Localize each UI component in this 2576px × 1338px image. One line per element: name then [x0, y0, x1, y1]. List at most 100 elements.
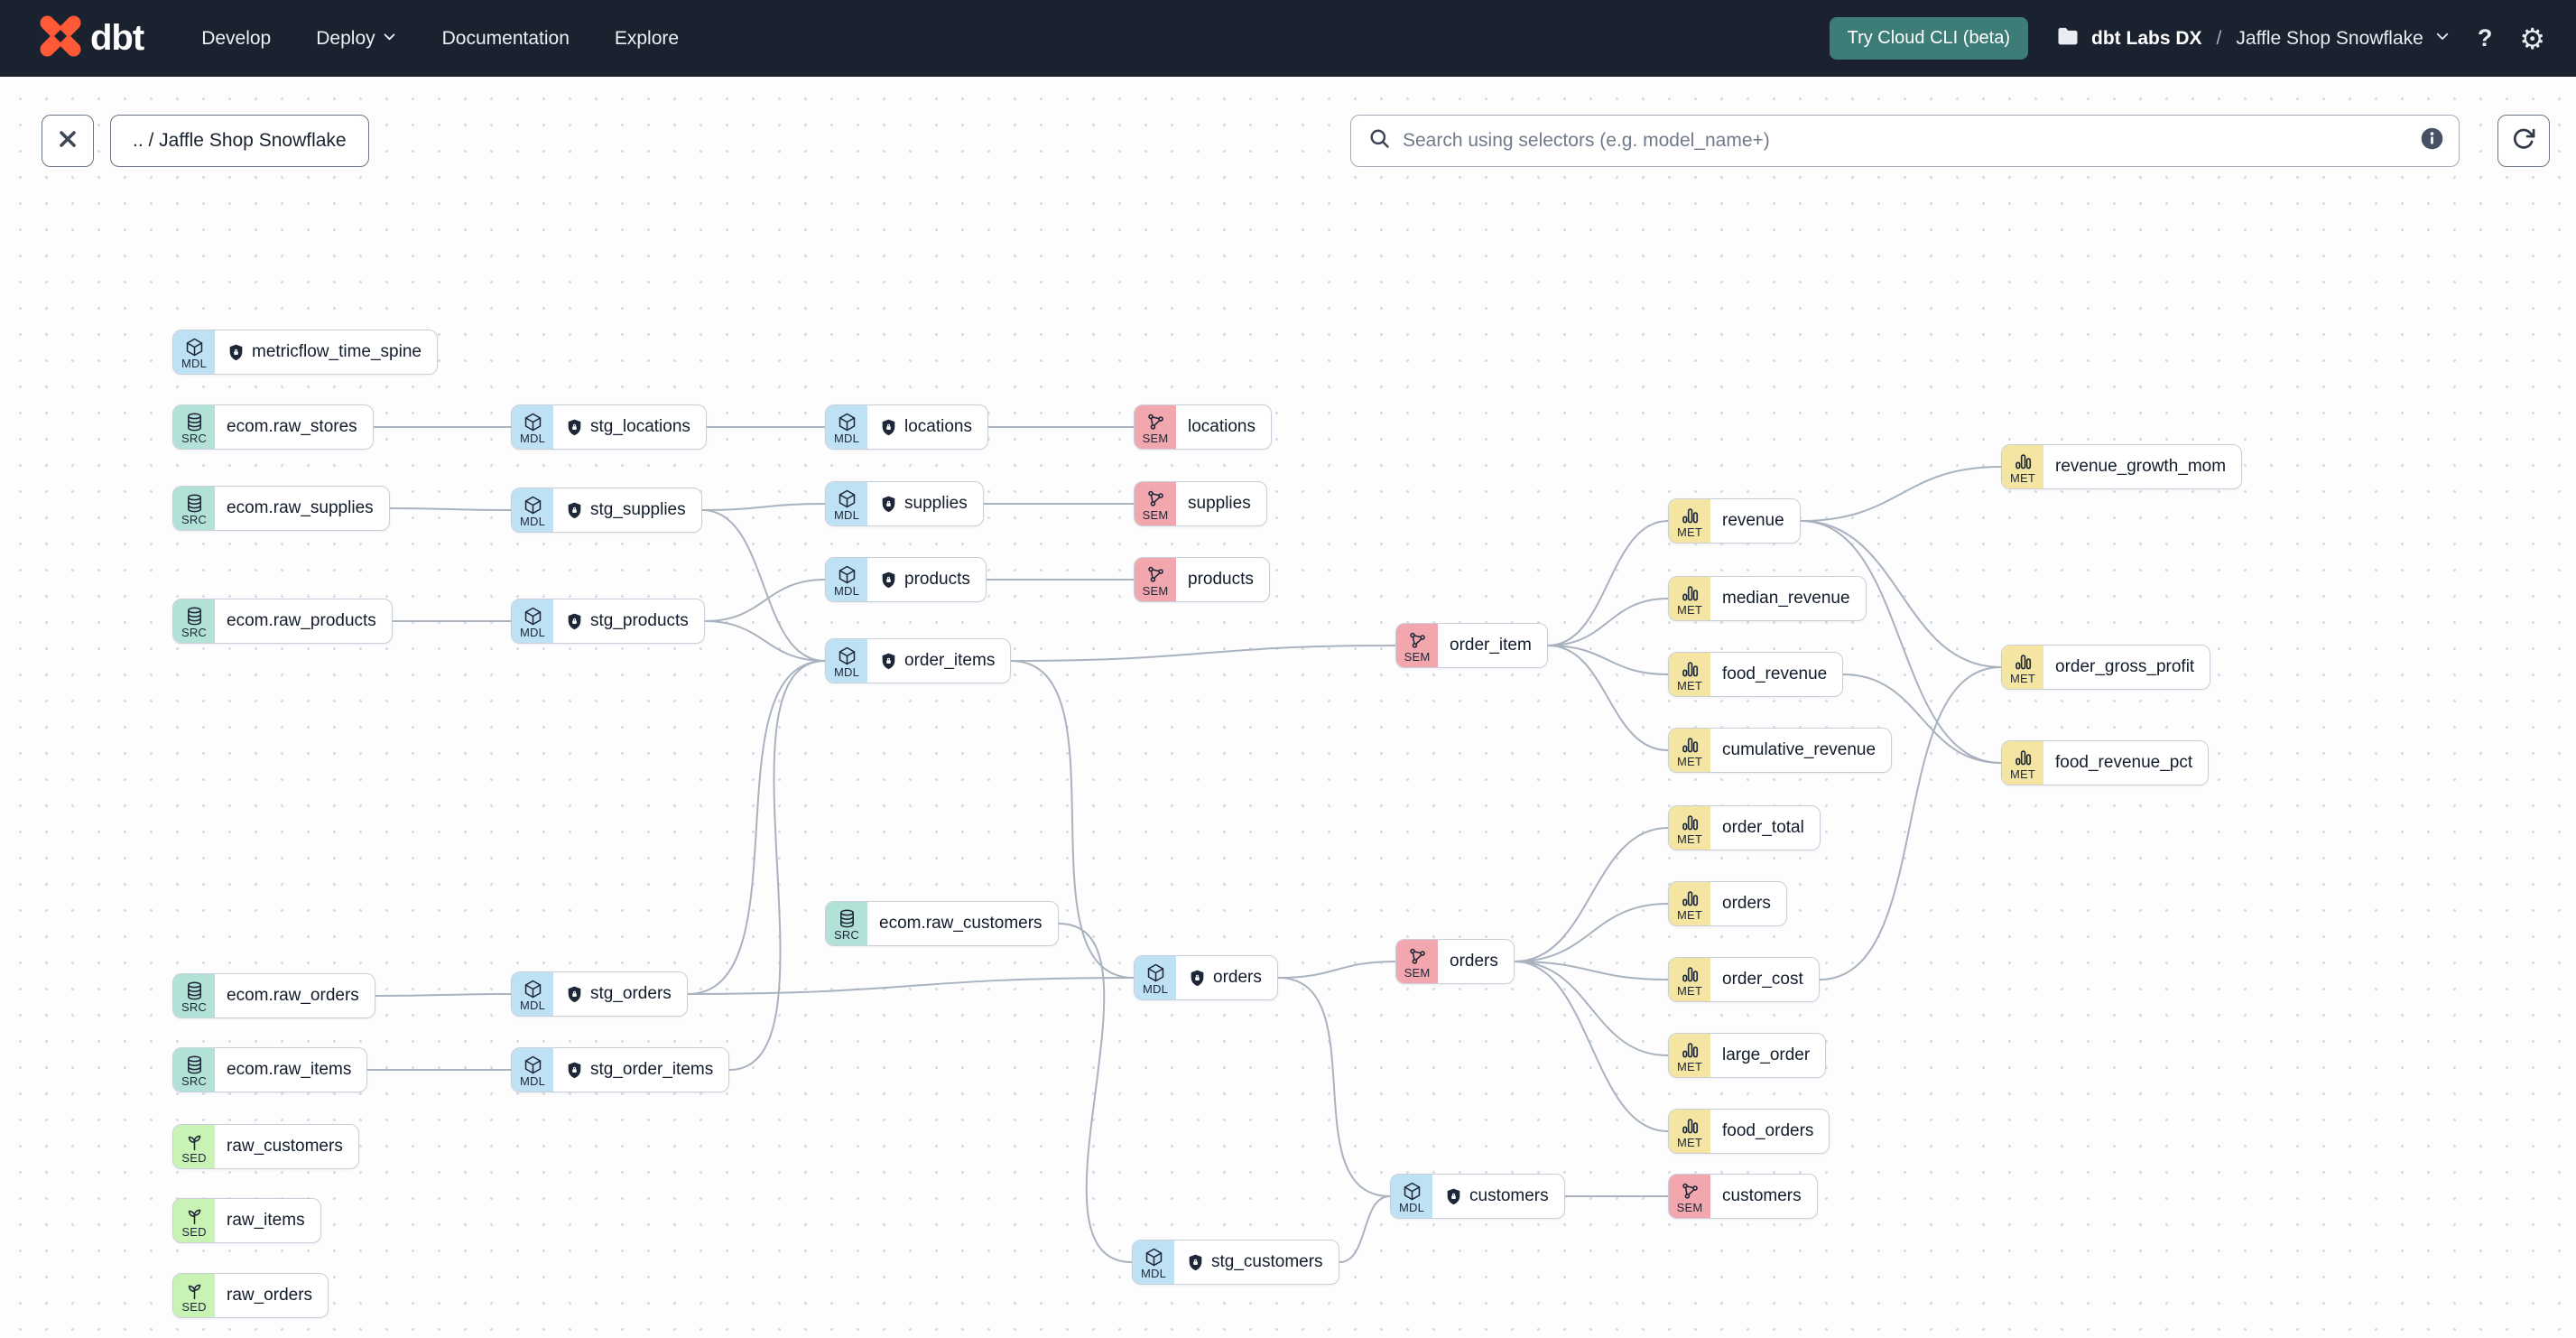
- model-icon: [524, 1055, 541, 1074]
- account-selector[interactable]: dbt Labs DX / Jaffle Shop Snowflake: [2055, 23, 2451, 53]
- model-icon: [524, 607, 541, 626]
- node-label: median_revenue: [1722, 589, 1850, 608]
- contract-shield-icon: [882, 571, 895, 588]
- node-label: locations: [1188, 417, 1256, 436]
- node-label: raw_items: [227, 1211, 305, 1230]
- node-body: order_total: [1710, 806, 1820, 850]
- seed-icon: [188, 1284, 200, 1300]
- settings-button[interactable]: ⚙: [2519, 24, 2545, 53]
- help-button[interactable]: ?: [2478, 24, 2493, 52]
- source-icon: [187, 1055, 201, 1074]
- node-label: stg_locations: [590, 417, 690, 436]
- project-name: Jaffle Shop Snowflake: [2236, 27, 2423, 49]
- node-label: ecom.raw_products: [227, 611, 376, 630]
- node-label: products: [904, 570, 970, 589]
- model-badge: MDL: [826, 639, 867, 683]
- node-label: ecom.raw_orders: [227, 986, 359, 1005]
- source-badge: SRC: [173, 405, 215, 449]
- breadcrumb[interactable]: .. / Jaffle Shop Snowflake: [110, 115, 369, 167]
- breadcrumb-label: .. / Jaffle Shop Snowflake: [133, 130, 347, 151]
- node-label: locations: [904, 417, 972, 436]
- dbt-logo[interactable]: dbt: [36, 12, 144, 65]
- dbt-logo-icon: [36, 12, 85, 65]
- nav-item-develop[interactable]: Develop: [201, 27, 272, 49]
- node-body: food_revenue: [1710, 653, 1842, 696]
- node-body: locations: [1176, 405, 1271, 449]
- nav-item-explore[interactable]: Explore: [614, 27, 680, 49]
- model-icon: [1145, 1248, 1162, 1267]
- close-lineage-button[interactable]: [42, 115, 94, 167]
- try-cloud-cli-button[interactable]: Try Cloud CLI (beta): [1829, 17, 2029, 60]
- node-body: orders: [1438, 940, 1514, 983]
- info-icon[interactable]: [2420, 126, 2444, 155]
- source-icon: [187, 607, 201, 626]
- node-body: median_revenue: [1710, 577, 1866, 620]
- metric-icon: [1682, 508, 1698, 524]
- nav-item-deploy[interactable]: Deploy: [316, 28, 396, 50]
- node-body: order_cost: [1710, 958, 1819, 1001]
- node-body: revenue: [1710, 499, 1800, 543]
- metric-icon: [1682, 1043, 1698, 1058]
- node-body: metricflow_time_spine: [215, 330, 437, 374]
- model-icon: [839, 489, 855, 508]
- semantic-model-icon: [1409, 948, 1425, 964]
- source-icon: [839, 909, 854, 928]
- node-body: stg_order_items: [553, 1048, 728, 1092]
- node-body: ecom.raw_stores: [215, 405, 373, 449]
- node-label: ecom.raw_supplies: [227, 498, 374, 517]
- metric-badge: MET: [1669, 729, 1710, 772]
- search-input[interactable]: [1403, 130, 2409, 152]
- refresh-button[interactable]: [2497, 115, 2550, 167]
- node-body: ecom.raw_supplies: [215, 487, 389, 530]
- semantic-model-icon: [1409, 632, 1425, 648]
- nav-item-documentation[interactable]: Documentation: [441, 27, 570, 49]
- model-badge: MDL: [1391, 1175, 1432, 1218]
- semantic_model-badge: SEM: [1396, 624, 1438, 667]
- node-label: metricflow_time_spine: [252, 342, 422, 361]
- selector-search[interactable]: [1350, 115, 2460, 167]
- node-label: order_items: [904, 651, 996, 670]
- graph-node-order_items[interactable]: MDL order_items: [825, 638, 1012, 683]
- metric-badge: MET: [1669, 1034, 1710, 1077]
